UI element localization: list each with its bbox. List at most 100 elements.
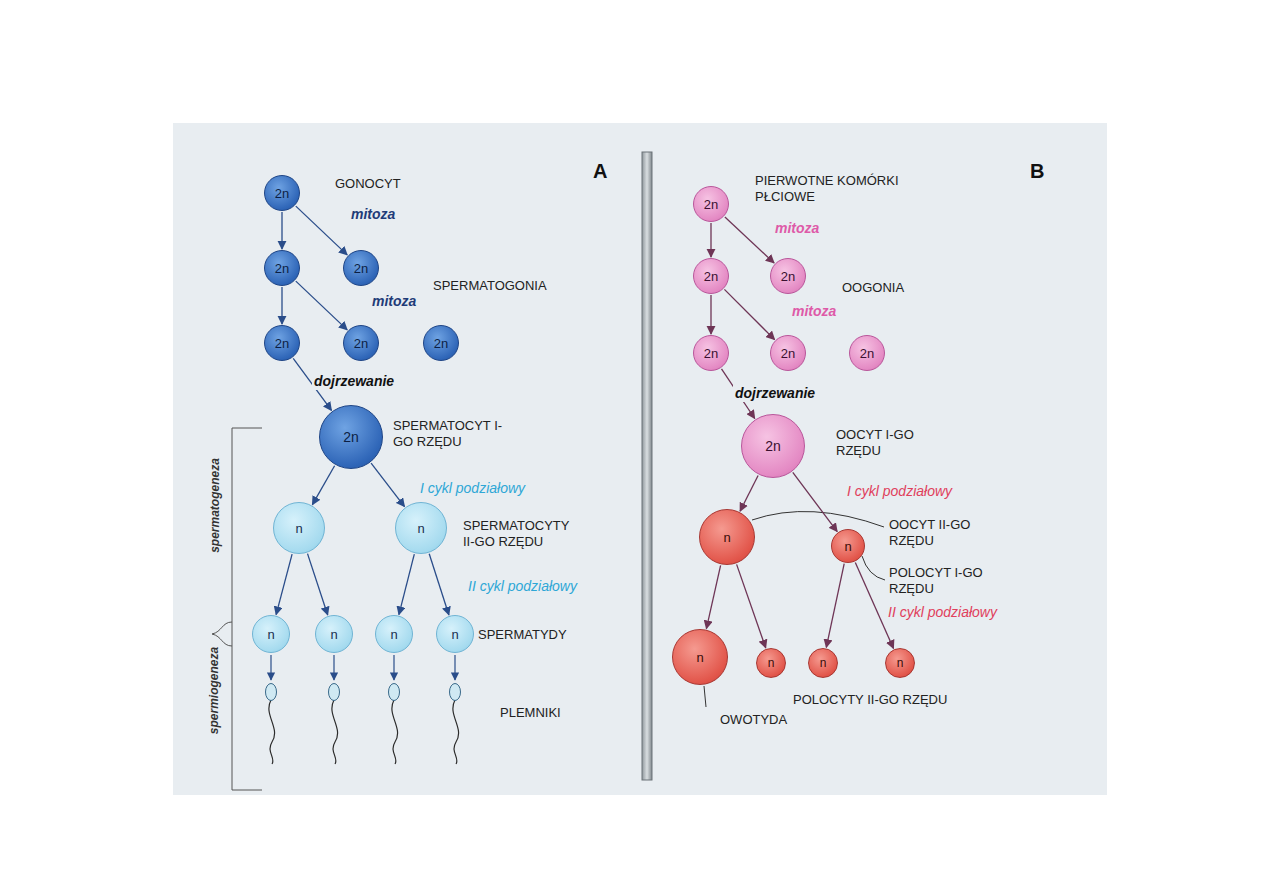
cell-circle: 2n bbox=[264, 175, 300, 211]
cell-circle: n bbox=[831, 529, 865, 563]
cell-circle: 2n bbox=[343, 250, 379, 286]
division-arrow bbox=[429, 554, 449, 615]
diagram-label: II cykl podziałowy bbox=[466, 578, 579, 595]
ploidy-text: n bbox=[330, 627, 337, 642]
division-arrow bbox=[793, 472, 837, 531]
diagram-label: OOCYT II-GO RZĘDU bbox=[889, 517, 989, 549]
panel-letter: B bbox=[1030, 160, 1044, 183]
cell-circle: 2n bbox=[770, 335, 806, 371]
ploidy-text: 2n bbox=[354, 261, 368, 276]
cell-circle: n bbox=[885, 648, 915, 678]
ploidy-text: 2n bbox=[275, 261, 289, 276]
cell-circle: n bbox=[395, 502, 447, 554]
sperm-cells bbox=[266, 655, 461, 764]
cell-circle: 2n bbox=[693, 186, 729, 222]
cell-circle: n bbox=[756, 648, 786, 678]
ploidy-text: n bbox=[768, 656, 775, 670]
cell-circle: n bbox=[252, 615, 290, 653]
division-arrow bbox=[281, 287, 282, 324]
diagram-label: dojrzewanie bbox=[312, 373, 396, 390]
division-arrow bbox=[399, 554, 414, 614]
ploidy-text: n bbox=[844, 539, 851, 554]
cell-circle: n bbox=[375, 615, 413, 653]
ploidy-text: 2n bbox=[275, 186, 289, 201]
cell-circle: 2n bbox=[770, 258, 806, 294]
division-arrow bbox=[308, 554, 328, 615]
division-arrow bbox=[281, 212, 282, 249]
diagram-label: I cykl podziałowy bbox=[418, 480, 527, 497]
cell-circle: n bbox=[273, 502, 325, 554]
ploidy-text: 2n bbox=[765, 438, 781, 454]
division-arrow bbox=[296, 281, 347, 330]
diagram-label: SPERMATOCYT I-GO RZĘDU bbox=[393, 418, 505, 450]
diagram-label: SPERMATOGONIA bbox=[433, 278, 547, 294]
cell-circle: 2n bbox=[693, 335, 729, 371]
panel-letter: A bbox=[593, 160, 607, 183]
ploidy-text: n bbox=[295, 521, 302, 536]
diagram-label: OOCYT I-GO RZĘDU bbox=[836, 427, 936, 459]
division-arrow bbox=[826, 564, 844, 648]
cell-circle: n bbox=[699, 509, 755, 565]
diagram-label: mitoza bbox=[790, 303, 838, 320]
diagram-label: II cykl podziałowy bbox=[886, 604, 999, 621]
division-arrow bbox=[737, 564, 766, 648]
diagram-label: mitoza bbox=[773, 220, 821, 237]
division-arrow bbox=[740, 476, 758, 512]
diagram-label: SPERMATYDY bbox=[478, 627, 567, 643]
ploidy-text: 2n bbox=[434, 336, 448, 351]
cell-circle: n bbox=[808, 648, 838, 678]
stage-label: spermatogeneza bbox=[207, 456, 222, 555]
diagram-label: mitoza bbox=[370, 293, 418, 310]
diagram-label: OOGONIA bbox=[842, 280, 904, 296]
division-arrow bbox=[371, 463, 404, 506]
division-arrow bbox=[725, 217, 774, 263]
division-arrow bbox=[276, 554, 292, 615]
cell-circle: 2n bbox=[264, 250, 300, 286]
ploidy-text: n bbox=[451, 627, 458, 642]
ploidy-text: n bbox=[820, 656, 827, 670]
cell-circle: 2n bbox=[423, 325, 459, 361]
division-arrow bbox=[706, 565, 720, 628]
diagram-label: SPERMATOCYTY II-GO RZĘDU bbox=[463, 518, 581, 550]
ploidy-text: 2n bbox=[860, 346, 874, 361]
diagram-label: OWOTYDA bbox=[720, 712, 787, 728]
ploidy-text: 2n bbox=[704, 346, 718, 361]
diagram-label: POLOCYT I-GO RZĘDU bbox=[889, 565, 989, 597]
ploidy-text: 2n bbox=[343, 429, 359, 445]
cell-circle: 2n bbox=[343, 325, 379, 361]
diagram-label: PIERWOTNE KOMÓRKI PŁCIOWE bbox=[755, 173, 905, 205]
ploidy-text: 2n bbox=[354, 336, 368, 351]
ploidy-text: n bbox=[897, 656, 904, 670]
cell-circle: 2n bbox=[319, 405, 383, 469]
divider-bar bbox=[642, 152, 652, 780]
ploidy-text: n bbox=[267, 627, 274, 642]
division-arrow bbox=[296, 206, 347, 255]
cell-circle: n bbox=[436, 615, 474, 653]
cell-circle: 2n bbox=[693, 258, 729, 294]
diagram-label: dojrzewanie bbox=[733, 385, 817, 402]
division-arrow bbox=[724, 289, 774, 339]
cell-circle: 2n bbox=[849, 335, 885, 371]
division-arrow bbox=[710, 295, 711, 334]
diagram-label: I cykl podziałowy bbox=[845, 483, 954, 500]
panel-ground bbox=[173, 123, 1107, 795]
cell-circle: n bbox=[315, 615, 353, 653]
ploidy-text: 2n bbox=[704, 269, 718, 284]
ploidy-text: 2n bbox=[781, 269, 795, 284]
diagram-label: PLEMNIKI bbox=[500, 705, 561, 721]
ploidy-text: n bbox=[417, 521, 424, 536]
ploidy-text: 2n bbox=[275, 336, 289, 351]
ploidy-text: 2n bbox=[781, 346, 795, 361]
division-arrow bbox=[710, 223, 711, 257]
ploidy-text: n bbox=[723, 530, 730, 545]
stage-label: spermiogeneza bbox=[208, 644, 223, 735]
cell-circle: 2n bbox=[264, 325, 300, 361]
ploidy-text: n bbox=[696, 650, 703, 665]
ploidy-text: 2n bbox=[704, 197, 718, 212]
diagram-label: GONOCYT bbox=[335, 176, 401, 192]
cell-circle: 2n bbox=[741, 414, 805, 478]
diagram-label: POLOCYTY II-GO RZĘDU bbox=[793, 692, 947, 708]
cell-circle: n bbox=[672, 629, 728, 685]
